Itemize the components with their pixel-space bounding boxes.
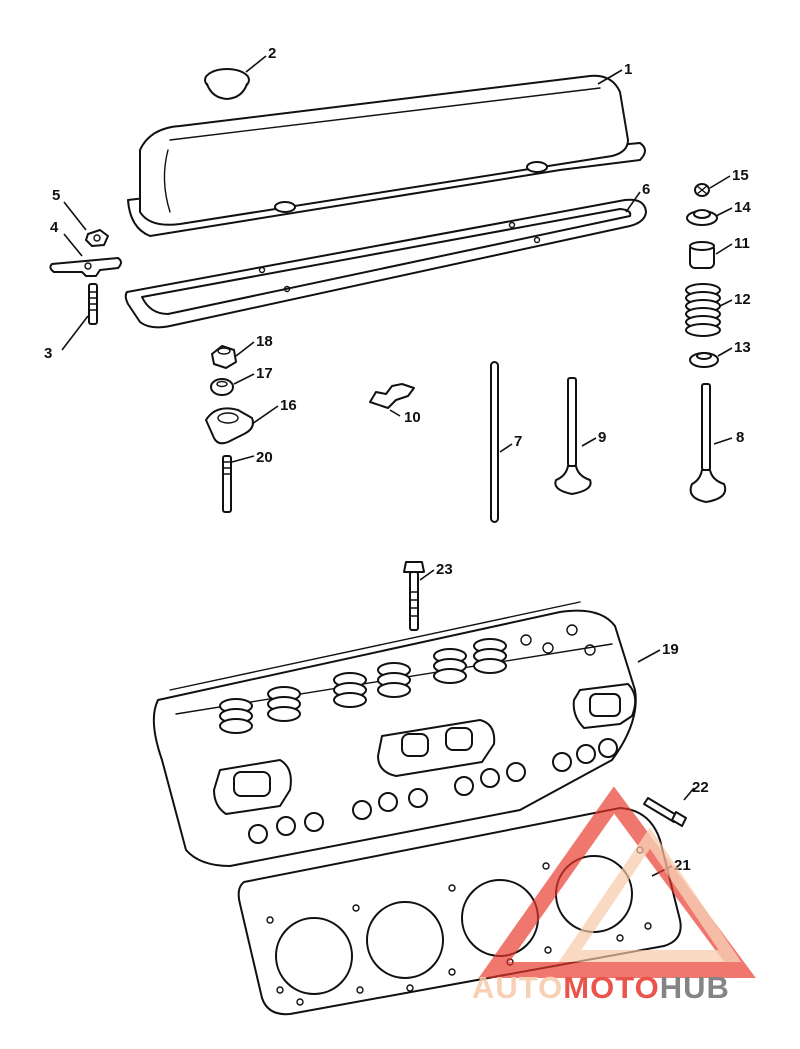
callout-13: 13	[734, 339, 751, 356]
callout-5: 5	[52, 187, 60, 204]
callout-9: 9	[598, 429, 606, 446]
spring-shim	[689, 352, 719, 368]
callout-23: 23	[436, 561, 453, 578]
callout-1: 1	[624, 61, 632, 78]
callout-19: 19	[662, 641, 679, 658]
valve-spring	[685, 283, 721, 337]
callout-14: 14	[734, 199, 751, 216]
callout-12: 12	[734, 291, 751, 308]
cover-nut	[85, 229, 109, 247]
cover-bracket	[49, 257, 122, 277]
callout-22: 22	[692, 779, 709, 796]
rocker-arm	[205, 407, 254, 445]
watermark-moto: MOTO	[563, 970, 659, 1005]
callout-8: 8	[736, 429, 744, 446]
valve-stem-seal	[689, 241, 715, 269]
exhaust-valve	[554, 377, 592, 495]
watermark-auto: AUTO	[472, 970, 563, 1005]
watermark-triangle-inner	[558, 827, 742, 962]
callout-16: 16	[280, 397, 297, 414]
spring-retainer	[686, 209, 718, 226]
cylinder-head	[152, 601, 637, 867]
callout-18: 18	[256, 333, 273, 350]
callout-11: 11	[734, 235, 750, 252]
callout-7: 7	[514, 433, 522, 450]
svg-text:AUTOMOTOHUB: AUTOMOTOHUB	[472, 970, 730, 1005]
valve-keeper	[694, 183, 710, 197]
watermark-hub: HUB	[660, 970, 730, 1005]
leader-lines	[61, 55, 733, 877]
callout-3: 3	[44, 345, 52, 362]
pushrod-guide	[369, 383, 415, 409]
callout-2: 2	[268, 45, 276, 62]
valve-cover	[127, 74, 646, 237]
head-bolt	[403, 561, 425, 631]
intake-valve	[689, 383, 727, 503]
callout-15: 15	[732, 167, 749, 184]
callout-4: 4	[50, 219, 59, 236]
callout-17: 17	[256, 365, 273, 382]
rocker-stud	[222, 455, 232, 513]
rocker-ball	[210, 378, 234, 396]
callout-10: 10	[404, 409, 421, 426]
pushrod	[490, 361, 499, 523]
valve-cover-gasket	[124, 198, 647, 329]
rocker-nut	[211, 345, 237, 369]
callout-6: 6	[642, 181, 650, 198]
watermark-logo: AUTOMOTOHUB	[472, 786, 756, 1005]
cover-stud	[88, 283, 98, 325]
callout-20: 20	[256, 449, 273, 466]
head-bolt-short	[643, 797, 687, 827]
oil-filler-cap	[204, 68, 250, 100]
callout-labels: 1 2 3 4 5 6 7 8 9 10 11 12 13 14 15 16 1…	[44, 45, 751, 874]
